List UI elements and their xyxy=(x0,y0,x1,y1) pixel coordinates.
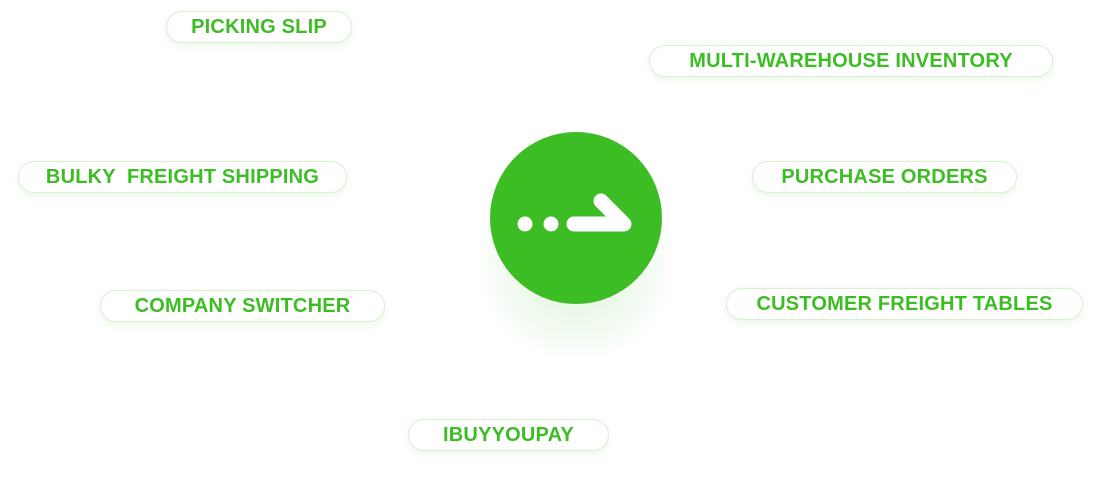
pill-ibuyyoupay: IBUYYOUPAY xyxy=(408,419,609,451)
pill-multi-warehouse-inventory: MULTI-WAREHOUSE INVENTORY xyxy=(649,45,1053,77)
hub-logo xyxy=(490,132,662,304)
pill-purchase-orders: PURCHASE ORDERS xyxy=(752,161,1017,193)
pill-company-switcher: COMPANY SWITCHER xyxy=(100,290,385,322)
pill-picking-slip: PICKING SLIP xyxy=(166,11,352,43)
pill-customer-freight-tables: CUSTOMER FREIGHT TABLES xyxy=(726,288,1083,320)
dots-arrow-logo-icon xyxy=(517,193,632,232)
pill-bulky-freight-shipping: BULKY FREIGHT SHIPPING xyxy=(18,161,347,193)
